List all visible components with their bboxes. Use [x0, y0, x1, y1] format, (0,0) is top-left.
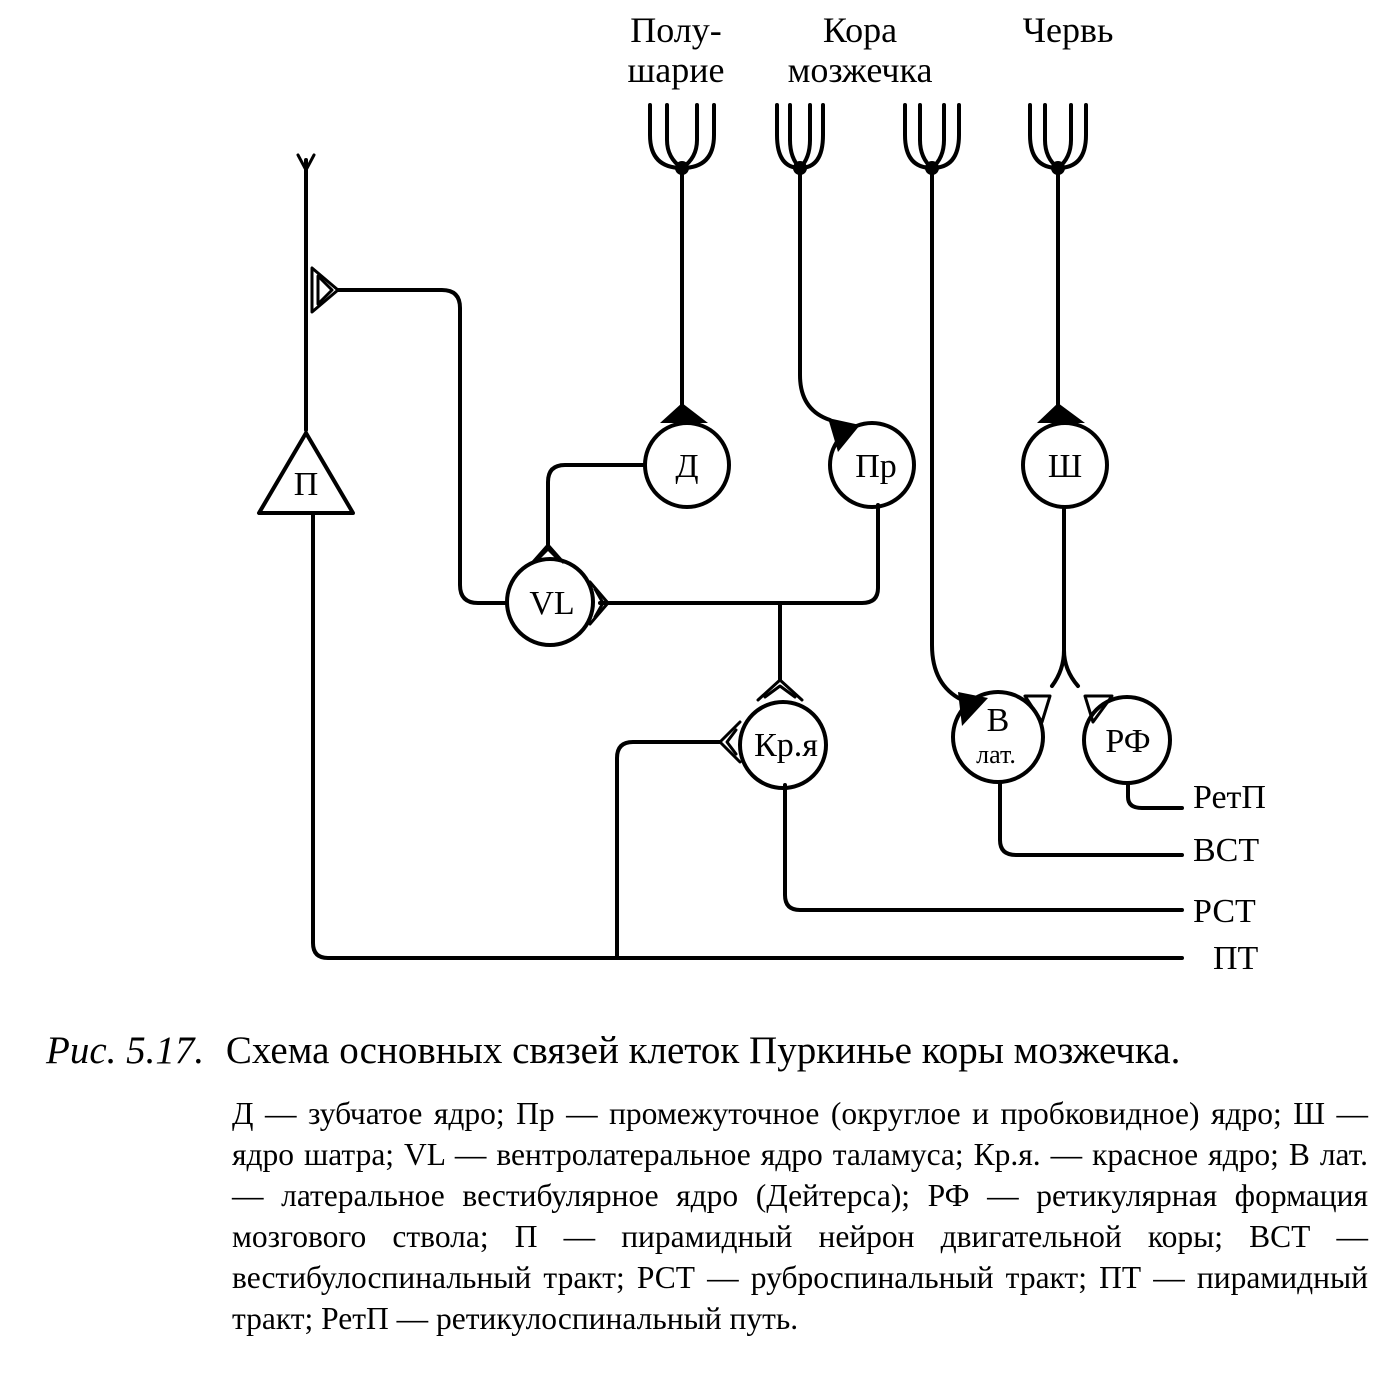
label-vl: VL: [529, 585, 574, 622]
label-cortex-line2: мозжечка: [788, 50, 933, 90]
label-deiters-line1: В: [987, 702, 1010, 739]
figure-number: Рис. 5.17.: [46, 1029, 205, 1072]
pt-tract-line: [311, 511, 1184, 960]
purkinje-cell-hemisphere: [648, 103, 716, 417]
interpositus-to-vl-path: [598, 503, 880, 605]
node-interpositus: [828, 421, 916, 509]
label-red-nucleus: Кр.я: [754, 727, 818, 764]
figure-caption: Рис. 5.17. Схема основных связей клеток …: [46, 1028, 1366, 1073]
label-pt: ПТ: [1213, 940, 1259, 977]
rst-tract-line: [783, 783, 1184, 912]
label-vst: ВСТ: [1193, 832, 1259, 869]
label-pyramidal: П: [294, 466, 319, 503]
label-hemisphere-line2: шарие: [628, 50, 725, 90]
purkinje-cell-vermis: [1028, 103, 1088, 417]
cerebellar-connections-diagram: Полу- шарие Кора мозжечка Червь Д Пр Ш V…: [257, 10, 1266, 977]
retp-tract-line: [1126, 781, 1184, 810]
excitatory-synapses: [310, 266, 1114, 764]
dentate-to-vl-path: [546, 463, 647, 547]
label-dentate: Д: [675, 448, 698, 485]
label-cortex-line1: Кора: [823, 10, 897, 50]
label-rst: РСТ: [1193, 893, 1256, 930]
node-pyramidal: [257, 431, 355, 515]
figure-title: Схема основных связей клеток Пуркинье ко…: [225, 1029, 1181, 1072]
node-rf: [1082, 695, 1172, 785]
purkinje-cell-cortex-2: [903, 103, 964, 702]
label-vermis: Червь: [1023, 10, 1114, 50]
label-deiters-line2: лат.: [976, 740, 1016, 769]
fastigial-output-path: [1050, 506, 1066, 688]
inhibitory-synapses: [660, 403, 1085, 726]
node-deiters: [951, 690, 1045, 784]
purkinje-soma-dots: [675, 161, 1065, 175]
label-retp: РетП: [1193, 779, 1266, 816]
label-rf: РФ: [1105, 723, 1150, 760]
label-fastigial: Ш: [1048, 448, 1082, 485]
purkinje-cell-cortex-1: [775, 103, 832, 422]
vl-to-pyramidal-path: [336, 288, 509, 605]
node-vl: [505, 557, 595, 647]
collateral-to-red-nucleus: [615, 740, 722, 960]
label-interpositus: Пр: [855, 448, 897, 485]
label-hemisphere-line1: Полу-: [630, 10, 721, 50]
figure-legend: Д — зубчатое ядро; Пр — промежуточное (о…: [232, 1096, 1368, 1336]
vst-tract-line: [998, 780, 1184, 857]
node-red-nucleus: [738, 700, 828, 790]
